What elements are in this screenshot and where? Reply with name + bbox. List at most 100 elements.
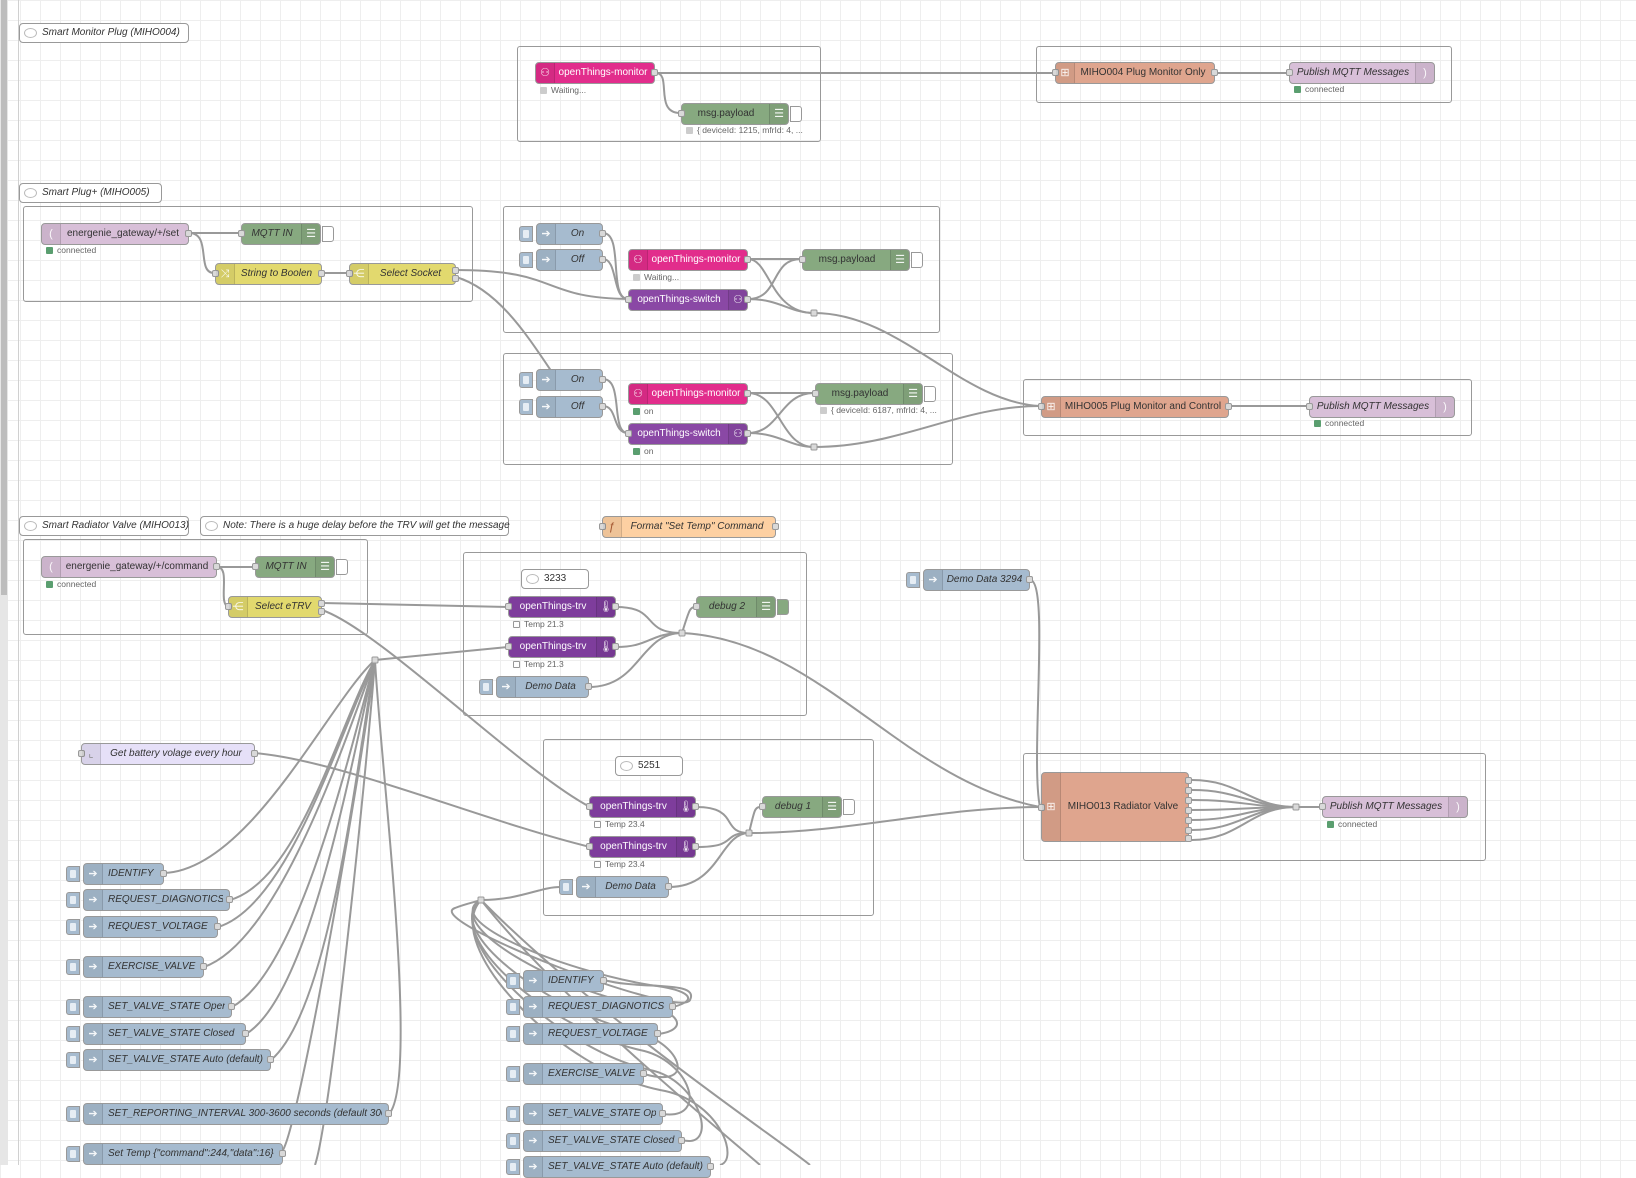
openthings-trv-node[interactable]: openThings-trv🌡	[586, 796, 699, 818]
input-port[interactable]	[693, 603, 700, 610]
output-port[interactable]	[452, 267, 459, 274]
output-port[interactable]	[599, 403, 606, 410]
debug-toggle-button[interactable]	[843, 799, 855, 815]
openthings-trv-node[interactable]: openThings-trv🌡	[505, 596, 619, 618]
inject-voltage-node[interactable]: ➔REQUEST_VOLTAGE	[506, 1023, 661, 1045]
mqtt-in-node[interactable]: (energenie_gateway/+/set	[41, 223, 192, 245]
inject-button[interactable]	[519, 226, 533, 242]
input-port[interactable]	[505, 643, 512, 650]
output-port[interactable]	[599, 230, 606, 237]
input-port[interactable]	[625, 296, 632, 303]
output-port[interactable]	[659, 1110, 666, 1117]
inject-button[interactable]	[479, 679, 493, 695]
comment-miho013[interactable]: Smart Radiator Valve (MIHO013)	[19, 516, 189, 536]
output-port[interactable]	[585, 683, 592, 690]
inject-button[interactable]	[519, 252, 533, 268]
output-port[interactable]	[385, 1110, 392, 1117]
input-port[interactable]	[586, 843, 593, 850]
openthings-monitor-node[interactable]: ⚇openThings-monitor	[535, 62, 658, 84]
output-port[interactable]	[318, 270, 325, 277]
inject-identify-node[interactable]: ➔IDENTIFY	[66, 863, 167, 885]
inject-off-node[interactable]: ➔Off	[519, 249, 606, 271]
debug-toggle-button[interactable]	[777, 599, 789, 615]
inject-button[interactable]	[506, 1133, 520, 1149]
input-port[interactable]	[1306, 403, 1313, 410]
input-port[interactable]	[252, 563, 259, 570]
inject-valve-open-node[interactable]: ➔SET_VALVE_STATE Open	[66, 996, 235, 1018]
output-port[interactable]	[678, 1137, 685, 1144]
subflow-miho013-node[interactable]: ⊞ MIHO013 Radiator Valve	[1038, 772, 1192, 842]
group-miho004-monitor[interactable]	[517, 46, 821, 142]
output-port[interactable]	[772, 523, 779, 530]
comment-trv-3233[interactable]: 3233	[521, 569, 589, 589]
output-port[interactable]	[1185, 787, 1192, 794]
output-port[interactable]	[665, 883, 672, 890]
output-port[interactable]	[707, 1163, 714, 1170]
debug-node[interactable]: msg.payload☰	[799, 249, 923, 271]
inject-valve-open-node[interactable]: ➔SET_VALVE_STATE Open	[506, 1103, 666, 1125]
output-port[interactable]	[200, 963, 207, 970]
output-port[interactable]	[669, 1003, 676, 1010]
inject-button[interactable]	[906, 572, 920, 588]
openthings-switch-node[interactable]: openThings-switch⚇	[625, 423, 751, 445]
switch-node[interactable]: ⋲Select eTRV	[225, 596, 325, 618]
inject-reporting-interval-node[interactable]: ➔SET_REPORTING_INTERVAL 300-3600 seconds…	[66, 1103, 392, 1125]
mqtt-out-node[interactable]: Publish MQTT Messages)	[1319, 796, 1468, 818]
output-port[interactable]	[226, 896, 233, 903]
mqtt-in-node[interactable]: (energenie_gateway/+/command	[41, 556, 220, 578]
output-port[interactable]	[599, 256, 606, 263]
comment-miho004[interactable]: Smart Monitor Plug (MIHO004)	[19, 23, 189, 43]
output-port[interactable]	[692, 803, 699, 810]
output-port[interactable]	[600, 977, 607, 984]
mqtt-out-node[interactable]: Publish MQTT Messages)	[1306, 396, 1455, 418]
input-port[interactable]	[505, 603, 512, 610]
inject-demo-3294-node[interactable]: ➔Demo Data 3294	[906, 569, 1033, 591]
group-miho005-input[interactable]	[23, 206, 473, 302]
output-port[interactable]	[744, 296, 751, 303]
output-port[interactable]	[267, 1056, 274, 1063]
output-port[interactable]	[318, 600, 325, 607]
inject-demo-node[interactable]: ➔Demo Data	[559, 876, 672, 898]
debug-node[interactable]: msg.payload☰	[678, 103, 802, 125]
inject-identify-node[interactable]: ➔IDENTIFY	[506, 970, 607, 992]
input-port[interactable]	[238, 230, 245, 237]
subflow-miho005-node[interactable]: ⊞MIHO005 Plug Monitor and Control	[1038, 396, 1232, 418]
output-port[interactable]	[744, 390, 751, 397]
inject-set-temp-node[interactable]: ➔Set Temp {"command":244,"data":16}	[66, 1143, 286, 1165]
inject-valve-closed-node[interactable]: ➔SET_VALVE_STATE Closed	[506, 1130, 685, 1152]
debug-toggle-button[interactable]	[790, 106, 802, 122]
inject-demo-node[interactable]: ➔Demo Data	[479, 676, 592, 698]
output-port[interactable]	[1185, 835, 1192, 842]
debug-node[interactable]: MQTT IN☰	[238, 223, 334, 245]
inject-button[interactable]	[506, 999, 520, 1015]
inject-button[interactable]	[66, 959, 80, 975]
group-trv-3233[interactable]	[463, 552, 807, 716]
inject-valve-auto-node[interactable]: ➔SET_VALVE_STATE Auto (default)	[506, 1156, 714, 1178]
output-port[interactable]	[318, 608, 325, 615]
inject-button[interactable]	[519, 399, 533, 415]
inject-button[interactable]	[66, 1052, 80, 1068]
inject-button[interactable]	[519, 372, 533, 388]
inject-button[interactable]	[66, 1106, 80, 1122]
input-port[interactable]	[78, 750, 85, 757]
input-port[interactable]	[799, 256, 806, 263]
input-port[interactable]	[225, 603, 232, 610]
inject-valve-closed-node[interactable]: ➔SET_VALVE_STATE Closed	[66, 1023, 249, 1045]
output-port[interactable]	[1211, 69, 1218, 76]
inject-diagnotics-node[interactable]: ➔REQUEST_DIAGNOTICS	[506, 996, 676, 1018]
inject-button[interactable]	[506, 1159, 520, 1175]
input-port[interactable]	[1038, 403, 1045, 410]
openthings-monitor-node[interactable]: ⚇openThings-monitor	[628, 249, 751, 271]
input-port[interactable]	[1319, 803, 1326, 810]
inject-button[interactable]	[506, 1106, 520, 1122]
output-port[interactable]	[692, 843, 699, 850]
workspace-scrollbar[interactable]	[0, 0, 19, 1165]
input-port[interactable]	[1052, 69, 1059, 76]
debug-toggle-button[interactable]	[336, 559, 348, 575]
inject-button[interactable]	[506, 1066, 520, 1082]
input-port[interactable]	[812, 390, 819, 397]
output-port[interactable]	[279, 1150, 286, 1157]
output-port[interactable]	[1185, 807, 1192, 814]
output-port[interactable]	[242, 1030, 249, 1037]
